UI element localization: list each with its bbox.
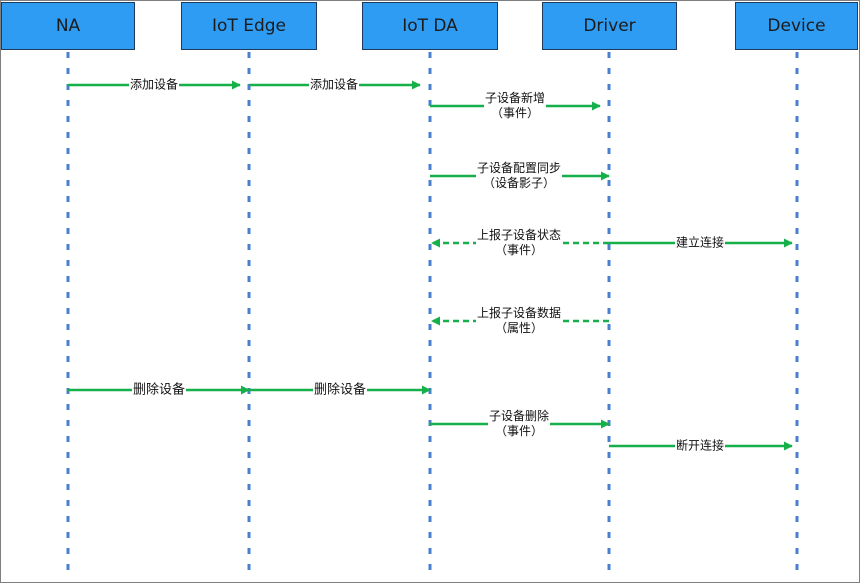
msg-label-disconnect: 断开连接: [674, 438, 726, 454]
msg-label-establish-connection: 建立连接: [674, 235, 726, 251]
msg-label-add-device-edge: 添加设备: [308, 77, 360, 93]
participant-driver: Driver: [542, 2, 677, 50]
msg-label-delete-device-na: 删除设备: [131, 382, 187, 398]
msg-label-delete-device-edge: 删除设备: [312, 382, 368, 398]
msg-label-subdevice-add: 子设备新增 （事件）: [483, 91, 547, 121]
participant-device: Device: [735, 2, 858, 50]
msg-label-subdevice-config-sync: 子设备配置同步 （设备影子）: [475, 161, 563, 191]
msg-label-report-status: 上报子设备状态 （事件）: [475, 228, 563, 258]
msg-label-subdevice-delete: 子设备删除 （事件）: [487, 409, 551, 439]
participant-iot-da: IoT DA: [362, 2, 498, 50]
msg-label-add-device-na: 添加设备: [128, 77, 180, 93]
msg-label-report-data: 上报子设备数据 （属性）: [475, 306, 563, 336]
participant-na: NA: [1, 2, 135, 50]
participant-iot-edge: IoT Edge: [181, 2, 317, 50]
